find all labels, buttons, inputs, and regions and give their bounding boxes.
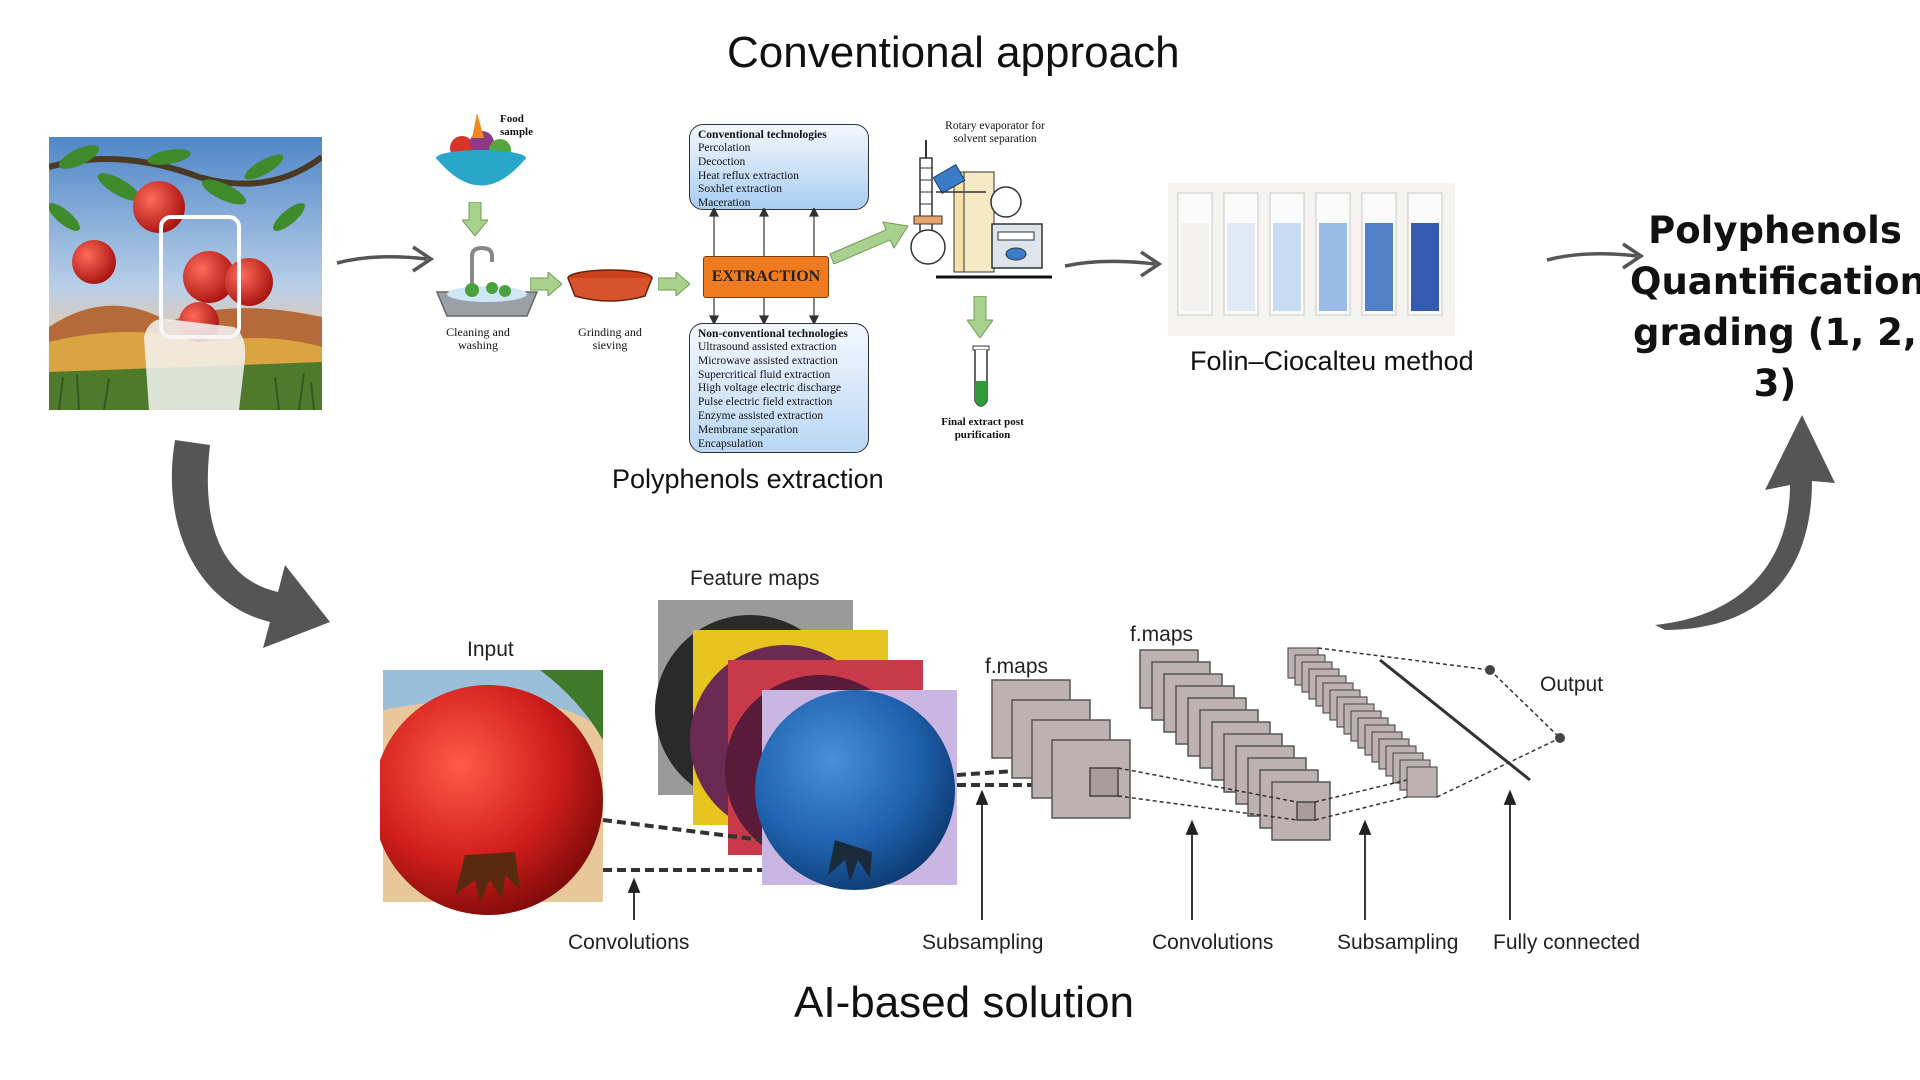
- cuvette-liquid: [1227, 223, 1255, 311]
- arrow-to-food-icon: [336, 245, 435, 273]
- fmaps-stack-3: [1287, 647, 1438, 798]
- cnn-diagram: [380, 600, 1565, 920]
- extraction-caption: Polyphenols extraction: [612, 464, 884, 494]
- subsampling-label-1: Subsampling: [922, 931, 1044, 954]
- fully-connected-label: Fully connected: [1493, 931, 1641, 954]
- subsampling-connections: [1117, 647, 1561, 821]
- nonconv-item: Ultrasound assisted extraction: [698, 341, 837, 353]
- output-node: [1555, 733, 1565, 743]
- feature-maps-label: Feature maps: [690, 567, 820, 590]
- curved-arrow-down-icon: [171, 440, 330, 648]
- conv-item: Decoction: [698, 155, 746, 168]
- arrow-to-folin-icon: [1064, 250, 1163, 278]
- extraction-connectors: [709, 208, 819, 326]
- input-label: Input: [467, 638, 514, 661]
- feature-maps-stack: [655, 600, 957, 890]
- conventional-title: Conventional approach: [727, 28, 1180, 77]
- input-image: [380, 670, 603, 915]
- nonconv-item: High voltage electric discharge: [698, 382, 842, 395]
- conv-item: Heat reflux extraction: [698, 169, 799, 182]
- cuvettes-photo: [1168, 183, 1455, 336]
- nonconv-item: Enzyme assisted extraction: [698, 409, 824, 422]
- rotary-label: Rotary evaporator for solvent separation: [945, 120, 1045, 145]
- cuvette-liquid: [1319, 223, 1347, 311]
- nonconv-item: Membrane separation: [698, 423, 798, 436]
- right-arrow-2-icon: [658, 272, 690, 296]
- layer-arrows: [627, 789, 1517, 920]
- result-line-3: grading (1, 2, 3): [1633, 311, 1917, 405]
- fmaps-stack-1: [991, 679, 1131, 819]
- fmaps-label-1: f.maps: [985, 655, 1049, 678]
- down-arrow-extract-icon: [967, 296, 993, 338]
- final-extract-label: Final extract post purification: [941, 416, 1024, 441]
- conventional-header: Conventional technologies: [698, 129, 827, 141]
- conv-item: Maceration: [698, 197, 751, 210]
- cuvette-liquid: [1365, 223, 1393, 311]
- sink-icon: [435, 245, 539, 317]
- convolutions-label-2: Convolutions: [1152, 931, 1274, 954]
- folin-caption: Folin–Ciocalteu method: [1190, 346, 1474, 376]
- cleaning-label: Cleaning and washing: [446, 325, 510, 352]
- output-node: [1485, 665, 1495, 675]
- nonconventional-technologies-box: Non-conventional technologies Ultrasound…: [689, 323, 869, 453]
- convolutions-label-1: Convolutions: [568, 931, 690, 954]
- result-line-2: Quantification: [1630, 260, 1920, 303]
- extraction-box: EXTRACTION: [703, 256, 829, 298]
- pomegranate-orchard-image: [49, 137, 322, 410]
- nonconv-item: Pulse electric field extraction: [698, 396, 833, 409]
- result-line-1: Polyphenols: [1648, 209, 1902, 252]
- down-arrow-food-icon: [462, 202, 488, 236]
- curved-arrow-up-icon: [1655, 415, 1835, 630]
- conv-item: Soxhlet extraction: [698, 183, 782, 196]
- result-block: Polyphenols Quantification grading (1, 2…: [1630, 205, 1920, 409]
- conv-item: Percolation: [698, 142, 751, 154]
- subsampling-label-2: Subsampling: [1337, 931, 1459, 954]
- fmaps-label-2: f.maps: [1130, 623, 1194, 646]
- rotary-evaporator-icon: [910, 140, 1052, 279]
- output-label: Output: [1540, 673, 1604, 696]
- fmaps-stack-2: [1139, 649, 1331, 841]
- sieve-icon: [567, 269, 653, 302]
- cuvette-group: [1177, 192, 1443, 316]
- food-sample-label: Food sample: [500, 113, 533, 138]
- nonconv-item: Encapsulation: [698, 437, 764, 450]
- fully-connected-line: [1379, 658, 1531, 782]
- grinding-label: Grinding and sieving: [578, 325, 642, 352]
- conventional-technologies-box: Conventional technologies Percolation De…: [689, 124, 869, 210]
- food-bowl-icon: [436, 113, 526, 186]
- nonconv-item: Microwave assisted extraction: [698, 354, 838, 367]
- cuvette-liquid: [1181, 223, 1209, 311]
- ai-title: AI-based solution: [794, 978, 1134, 1027]
- test-tube-icon: [972, 345, 990, 407]
- nonconv-item: Supercritical fluid extraction: [698, 368, 831, 381]
- right-arrow-1-icon: [530, 272, 562, 296]
- cuvette-liquid: [1273, 223, 1301, 311]
- cuvette-liquid: [1411, 223, 1439, 311]
- diagonal-green-arrow-icon: [829, 221, 909, 264]
- nonconventional-header: Non-conventional technologies: [698, 328, 848, 340]
- arrow-to-result-icon: [1546, 242, 1645, 270]
